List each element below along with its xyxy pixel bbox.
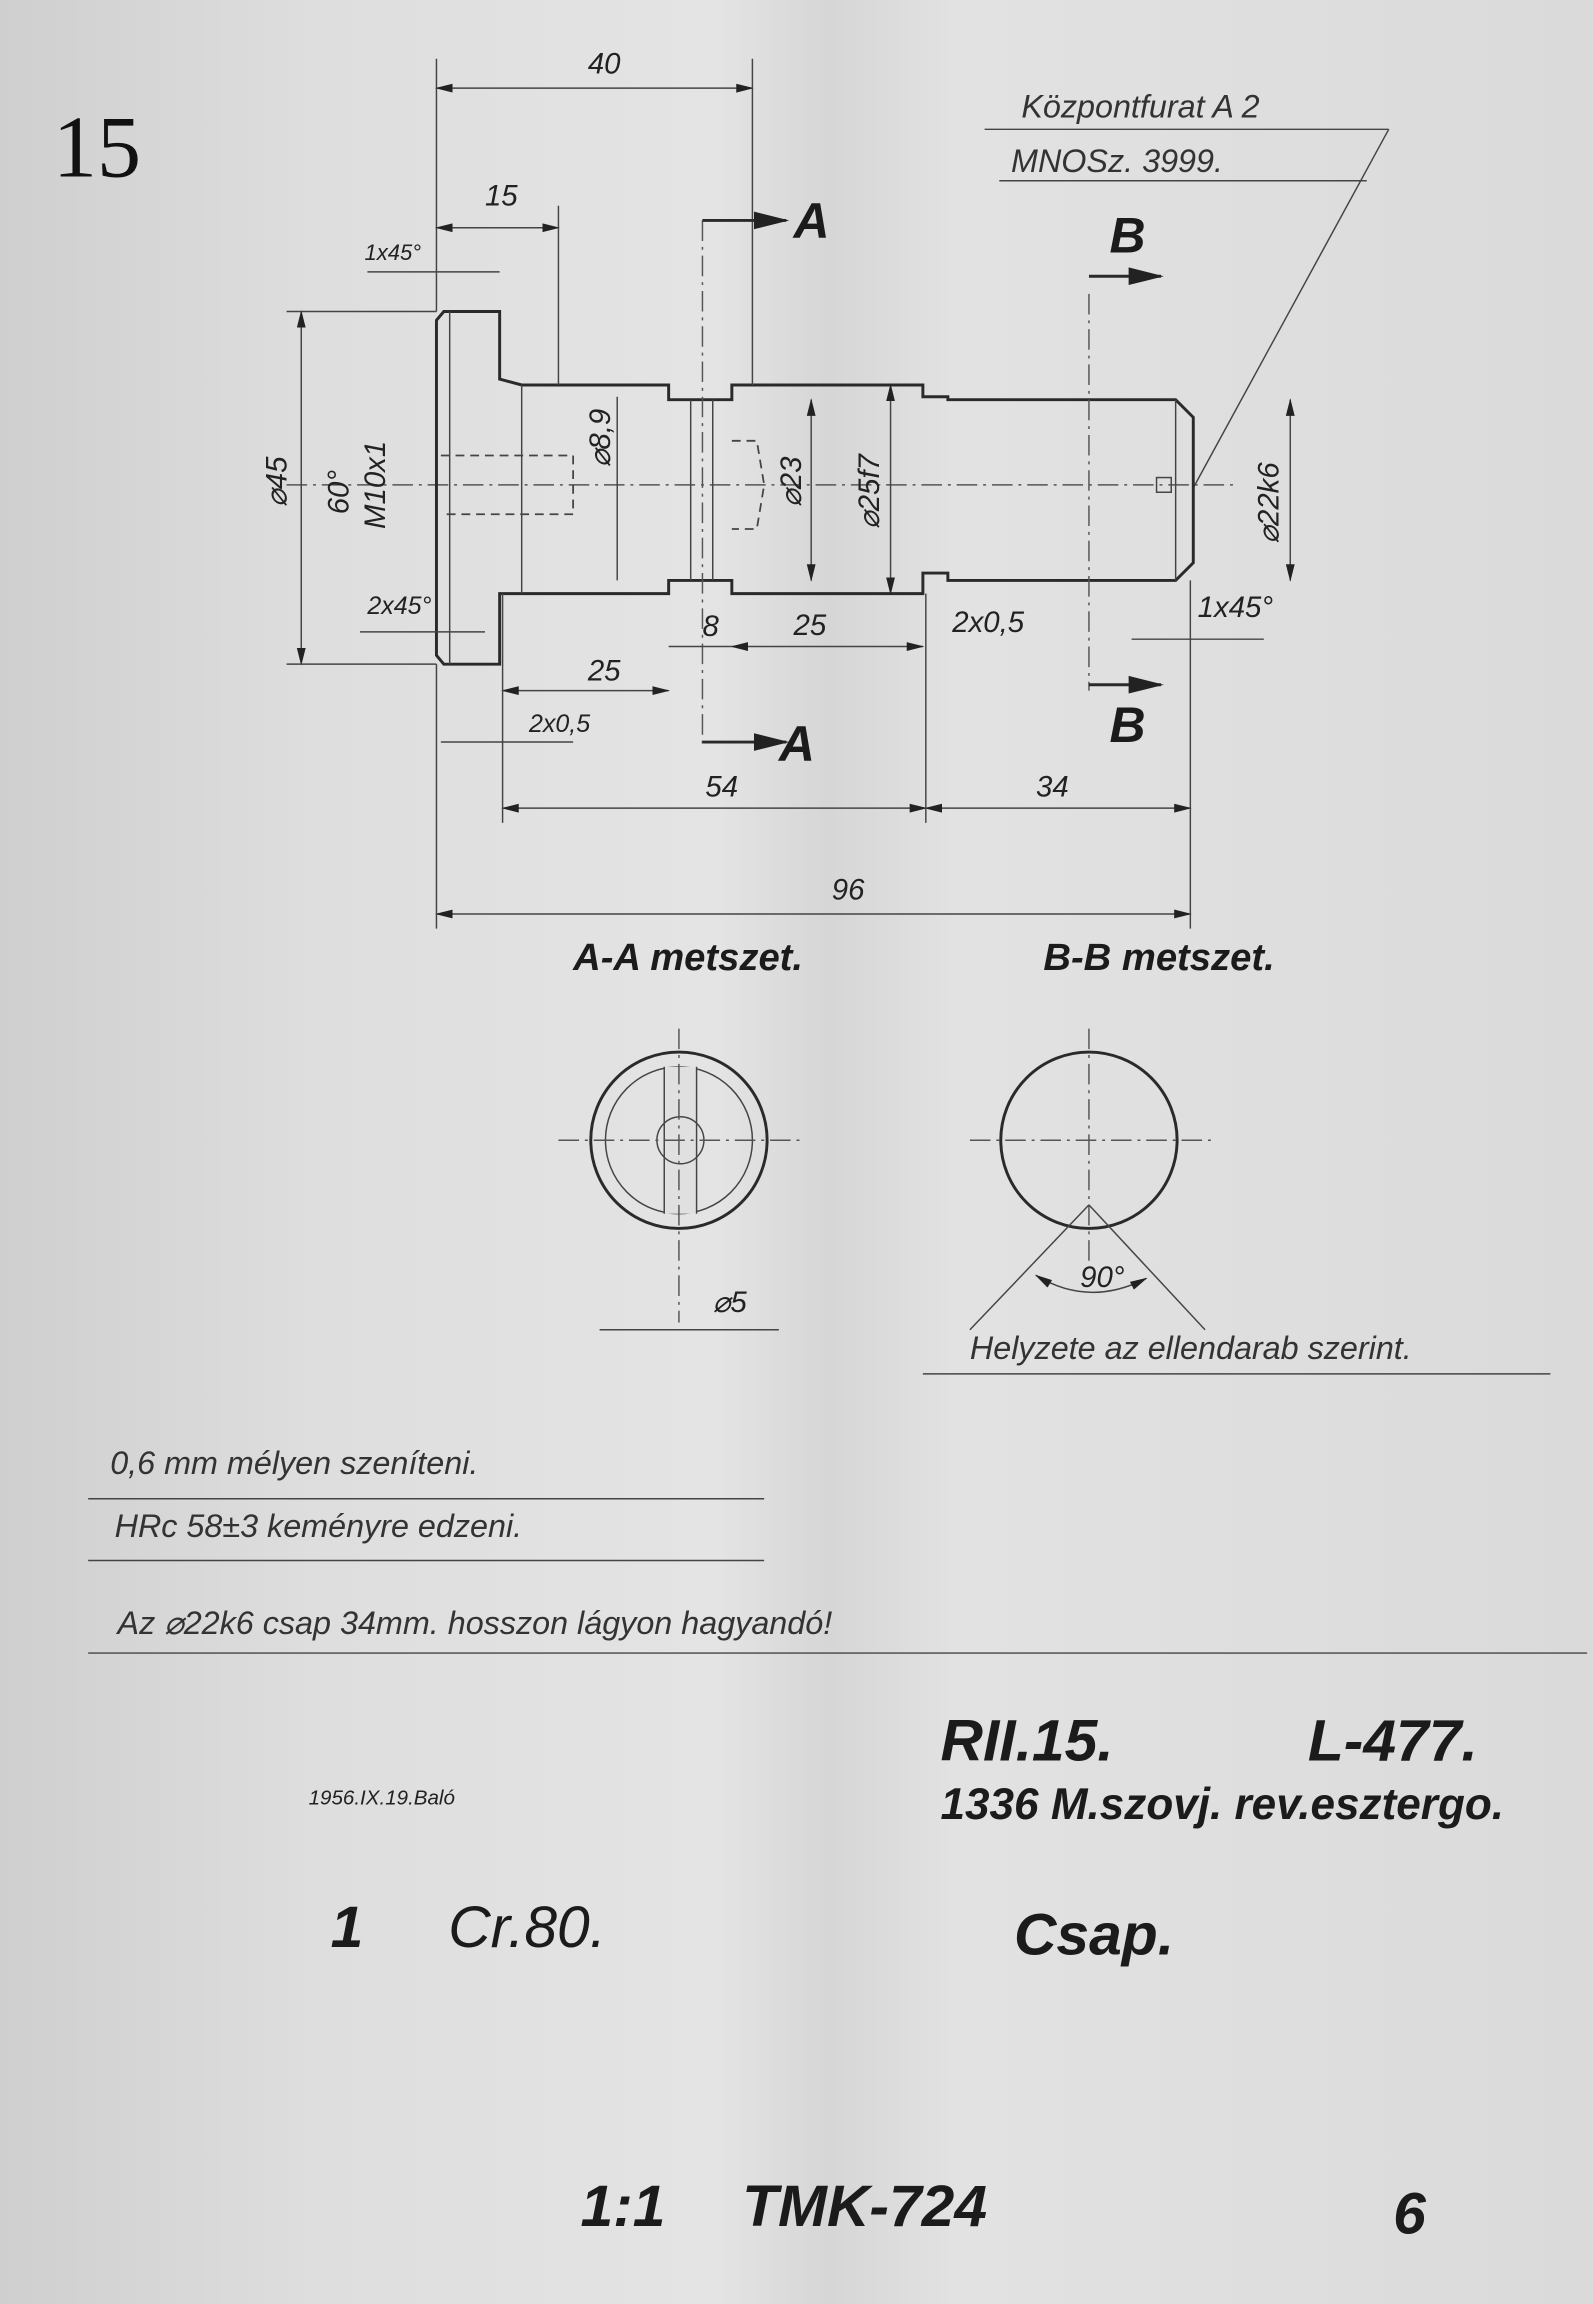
section-mark-b-bottom: B: [1110, 697, 1146, 753]
dim-40: 40: [588, 47, 621, 80]
dim-chamfer-left: 1x45°: [364, 240, 421, 265]
scale: 1:1: [580, 2174, 665, 2239]
dim-dia-45: ⌀45: [261, 456, 294, 507]
center-drill-note: Központfurat A 2 MNOSz. 3999.: [984, 89, 1390, 489]
dim-25-left: 25: [587, 654, 621, 687]
note-soft-zone: Az ⌀22k6 csap 34mm. hosszon lágyon hagya…: [116, 1605, 833, 1641]
section-marks: A A B B: [702, 193, 1164, 772]
dimension-labels: 40 15 1x45° ⌀45 60° M10x1 2x45° ⌀8,9 ⌀23…: [261, 47, 1286, 906]
shaft-side-view: [286, 220, 1235, 750]
material: Cr.80.: [448, 1895, 606, 1960]
dim-groove-right: 2x0,5: [951, 606, 1025, 639]
dim-thread: M10x1: [359, 441, 392, 529]
title-block: RII.15. L-477. 1336 M.szovj. rev.eszterg…: [309, 1708, 1504, 2246]
standard-label: MNOSz. 3999.: [1011, 143, 1223, 179]
dim-dia-8-9: ⌀8,9: [584, 409, 617, 468]
machine-name: 1336 M.szovj. rev.esztergo.: [941, 1780, 1505, 1829]
dim-chamfer-right: 1x45°: [1198, 591, 1274, 624]
center-drill-label: Központfurat A 2: [1021, 89, 1259, 125]
section-mark-a-bottom: A: [777, 716, 815, 772]
section-a-title: A-A metszet.: [572, 936, 803, 979]
dim-25-right: 25: [793, 609, 827, 642]
dimension-lines: [286, 58, 1295, 929]
quantity: 1: [331, 1895, 364, 1960]
section-mark-b-top: B: [1110, 208, 1146, 264]
sheet-number: 6: [1393, 2181, 1426, 2246]
dim-dia-23: ⌀23: [775, 456, 808, 507]
page-number: 15: [53, 98, 141, 196]
note-carburize: 0,6 mm mélyen szeníteni.: [110, 1445, 478, 1481]
section-a-dia: ⌀5: [713, 1286, 748, 1319]
dim-34: 34: [1036, 770, 1069, 803]
section-b-note: Helyzete az ellendarab szerint.: [970, 1330, 1412, 1366]
dim-8: 8: [702, 610, 719, 643]
signature-date: 1956.IX.19.Baló: [309, 1786, 455, 1809]
dim-dia-22k6: ⌀22k6: [1253, 462, 1286, 544]
section-a-view: ⌀5: [558, 1028, 801, 1331]
dim-groove-left: 2x0,5: [528, 710, 590, 738]
section-mark-a-top: A: [792, 193, 830, 249]
section-b-angle: 90°: [1080, 1261, 1125, 1294]
drawing-number: TMK-724: [742, 2174, 987, 2239]
section-b-view: 90° Helyzete az ellendarab szerint.: [922, 1028, 1551, 1375]
dim-96: 96: [832, 873, 865, 906]
dim-chamfer-2x45: 2x45°: [366, 592, 431, 620]
part-name: Csap.: [1014, 1902, 1174, 1967]
notes: 0,6 mm mélyen szeníteni. HRc 58±3 kemény…: [88, 1445, 1588, 1654]
dim-dia-25f7: ⌀25f7: [853, 452, 886, 529]
dim-15: 15: [485, 180, 518, 213]
dim-angle-60: 60°: [322, 470, 355, 515]
section-views: A-A metszet. B-B metszet. ⌀5 90° Helyzet…: [558, 936, 1551, 1375]
drawing-code: RII.15.: [941, 1708, 1114, 1773]
dim-54: 54: [705, 770, 738, 803]
reference-number: L-477.: [1308, 1708, 1478, 1773]
section-b-title: B-B metszet.: [1043, 936, 1274, 979]
note-harden: HRc 58±3 keményre edzeni.: [115, 1508, 523, 1544]
